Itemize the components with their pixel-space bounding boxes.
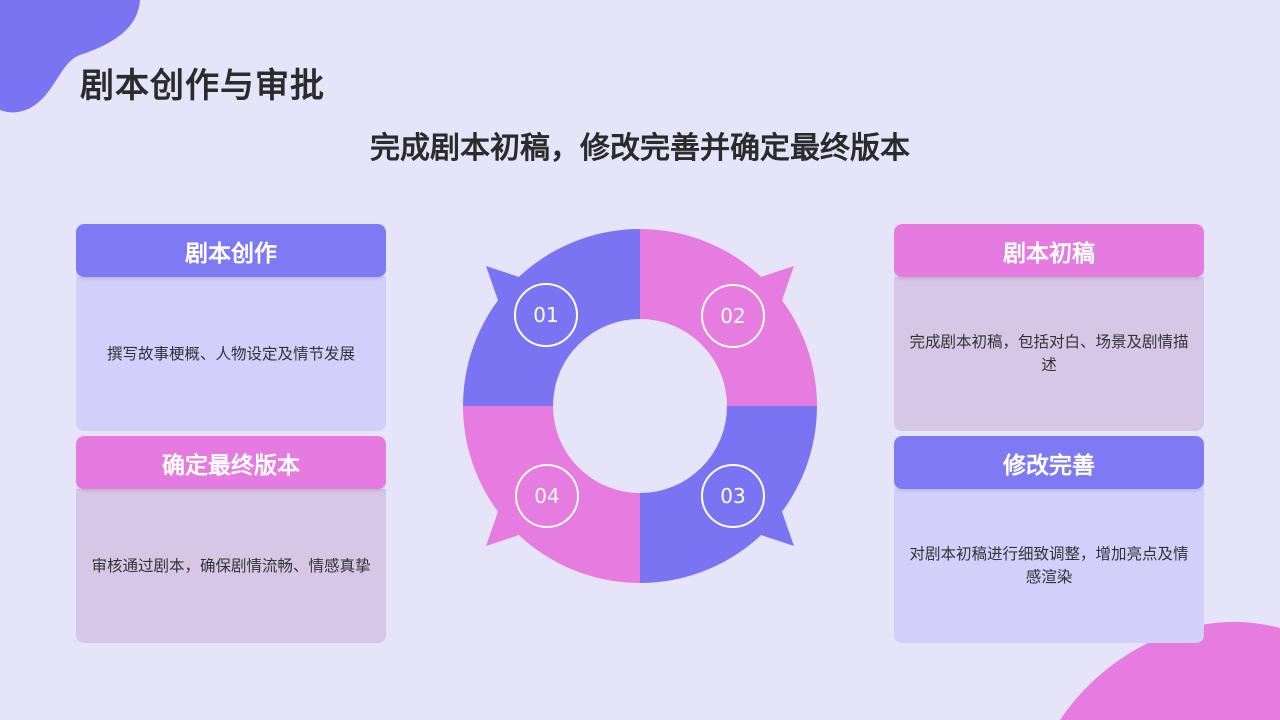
step-number-04: 04 xyxy=(515,464,579,528)
step-card-04: 确定最终版本 审核通过剧本，确保剧情流畅、情感真挚 xyxy=(76,436,386,643)
step-card-description: 审核通过剧本，确保剧情流畅、情感真挚 xyxy=(76,489,386,643)
step-card-03: 修改完善 对剧本初稿进行细致调整，增加亮点及情感渲染 xyxy=(894,436,1204,643)
step-card-heading: 确定最终版本 xyxy=(76,436,386,489)
step-card-description: 完成剧本初稿，包括对白、场景及剧情描述 xyxy=(894,277,1204,431)
step-number-03: 03 xyxy=(701,464,765,528)
step-card-heading: 剧本创作 xyxy=(76,224,386,277)
corner-blob-bottom-right xyxy=(1060,621,1280,720)
step-card-heading: 修改完善 xyxy=(894,436,1204,489)
cycle-ring-diagram xyxy=(463,229,817,583)
step-card-description: 撰写故事梗概、人物设定及情节发展 xyxy=(76,277,386,431)
step-card-02: 剧本初稿 完成剧本初稿，包括对白、场景及剧情描述 xyxy=(894,224,1204,431)
corner-blob-top-left xyxy=(0,0,140,113)
step-card-description: 对剧本初稿进行细致调整，增加亮点及情感渲染 xyxy=(894,489,1204,643)
step-card-01: 剧本创作 撰写故事梗概、人物设定及情节发展 xyxy=(76,224,386,431)
step-number-02: 02 xyxy=(701,284,765,348)
step-number-01: 01 xyxy=(514,283,578,347)
step-card-heading: 剧本初稿 xyxy=(894,224,1204,277)
page-title: 剧本创作与审批 xyxy=(80,66,325,106)
page-subtitle: 完成剧本初稿，修改完善并确定最终版本 xyxy=(370,131,910,166)
